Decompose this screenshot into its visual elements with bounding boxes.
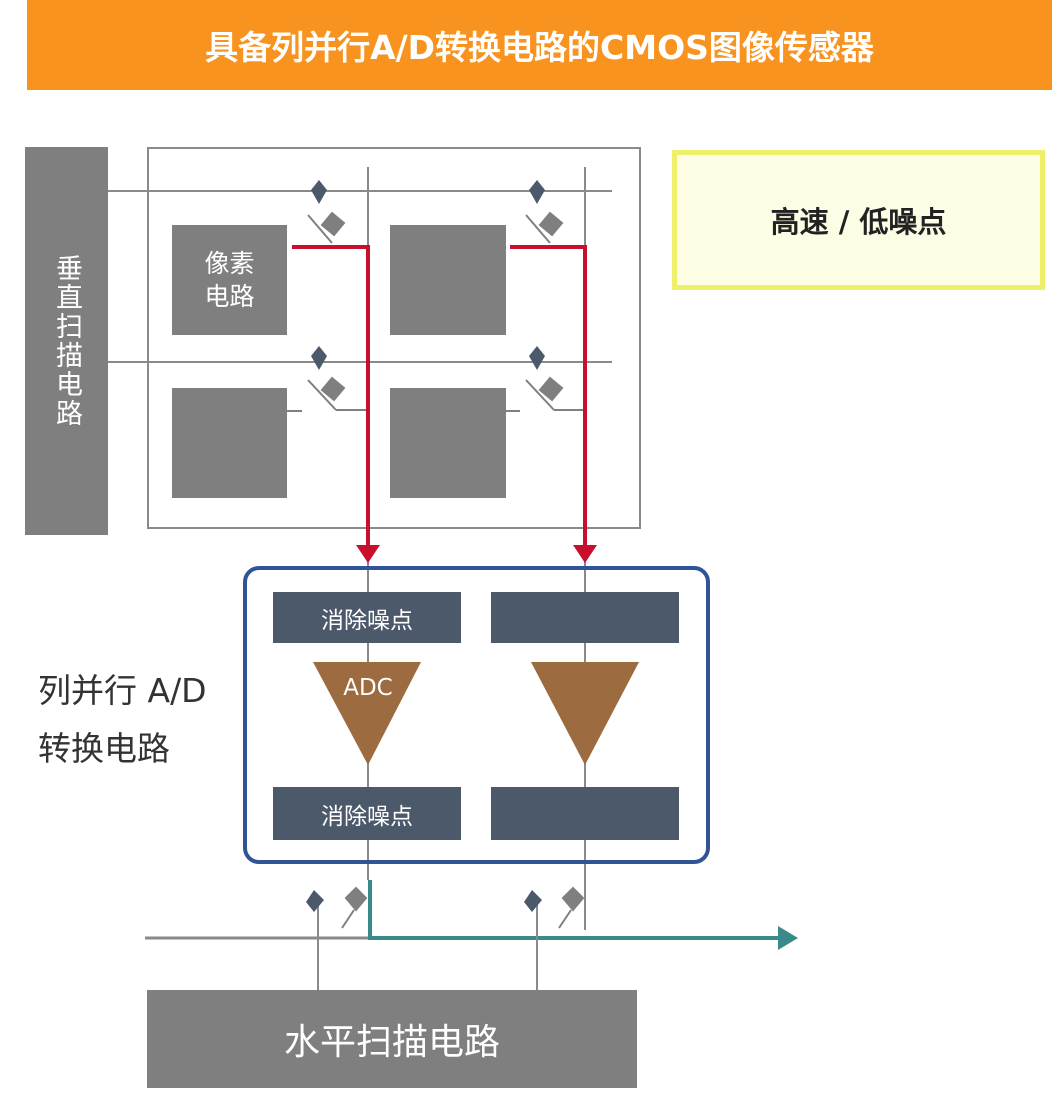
noise-cancel-block: 消除噪点 bbox=[273, 787, 461, 840]
noise-cancel-block: 消除噪点 bbox=[273, 592, 461, 643]
horizontal-scan-label: 水平扫描电路 bbox=[283, 1022, 500, 1063]
noise-cancel-label: 消除噪点 bbox=[321, 607, 413, 634]
pixel-circuit bbox=[390, 388, 506, 498]
output-path bbox=[368, 880, 780, 940]
noise-cancel-block bbox=[491, 592, 679, 643]
noise-cancel-label: 消除噪点 bbox=[321, 803, 413, 830]
column-adc-label-line1: 列并行 A/D bbox=[38, 671, 207, 710]
column-adc-label: 列并行 A/D 转换电路 bbox=[38, 662, 207, 778]
row-select-diamonds bbox=[311, 180, 545, 370]
output-arrow bbox=[778, 926, 798, 950]
adc-triangle bbox=[313, 662, 421, 765]
vertical-scan-circuit: 垂直扫描电路 bbox=[25, 147, 108, 535]
horizontal-scan-circuit: 水平扫描电路 bbox=[147, 990, 637, 1088]
feature-box: 高速 / 低噪点 bbox=[672, 150, 1045, 290]
pixel-label-1: 像素 bbox=[204, 249, 255, 278]
signal-arrow bbox=[356, 545, 380, 563]
adc-triangle bbox=[531, 662, 639, 765]
adc-label: ADC bbox=[343, 675, 393, 701]
signal-arrow bbox=[573, 545, 597, 563]
vertical-scan-label: 垂直扫描电路 bbox=[51, 254, 82, 428]
pixel-switches bbox=[287, 211, 585, 412]
feature-text: 高速 / 低噪点 bbox=[770, 205, 947, 239]
pixel-circuit: 像素电路 bbox=[172, 225, 287, 335]
diagram-title: 具备列并行A/D转换电路的CMOS图像传感器 bbox=[27, 0, 1052, 90]
column-adc-label-line2: 转换电路 bbox=[38, 729, 170, 768]
title-text: 具备列并行A/D转换电路的CMOS图像传感器 bbox=[205, 28, 874, 67]
pixel-circuit bbox=[390, 225, 506, 335]
pixel-array-frame bbox=[147, 147, 641, 529]
pixel-circuit bbox=[172, 388, 287, 498]
signal-path bbox=[292, 245, 587, 548]
noise-cancel-block bbox=[491, 787, 679, 840]
pixel-label-2: 电路 bbox=[204, 282, 255, 311]
column-select-diamonds bbox=[306, 890, 542, 912]
column-switches bbox=[341, 886, 585, 929]
